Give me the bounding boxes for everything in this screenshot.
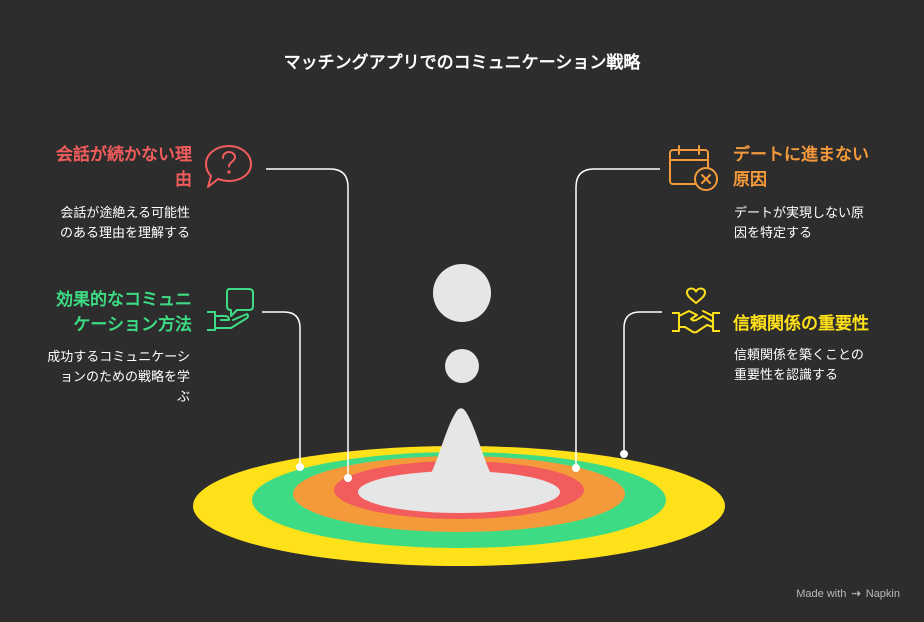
desc-line: デートが実現しない原: [734, 206, 865, 221]
connector-mid-right: [623, 311, 662, 454]
title-line: 由: [175, 170, 192, 190]
desc-line: 信頼関係を築くことの: [734, 348, 864, 363]
drop-small: [445, 349, 479, 383]
drop-large: [433, 264, 491, 322]
title-line: 原因: [733, 170, 767, 190]
connector-top-right: [575, 168, 660, 468]
title-effective-communication: 効果的なコミュニ ケーション方法: [20, 288, 192, 338]
desc-line: のある理由を理解する: [59, 226, 190, 241]
drop-column: [413, 408, 508, 503]
connector-dot-top-left: [344, 474, 352, 482]
connector-dot-mid-right: [620, 450, 628, 458]
title-line: ケーション方法: [73, 315, 192, 335]
hand-holding-chat-icon: [203, 286, 257, 340]
connector-dot-top-right: [572, 464, 580, 472]
title-line: 会話が続かない理: [56, 145, 192, 165]
desc-no-date-reason: デートが実現しない原 因を特定する: [734, 204, 914, 244]
connector-top-left: [266, 168, 349, 478]
speech-bubble-question-icon: [203, 143, 255, 195]
desc-conversation-stall: 会話が途絶える可能性 のある理由を理解する: [18, 204, 190, 244]
handshake-heart-icon: [669, 287, 723, 341]
desc-line: 因を特定する: [734, 226, 813, 241]
title-line: 効果的なコミュニ: [56, 290, 192, 310]
title-conversation-stall: 会話が続かない理 由: [28, 143, 192, 193]
desc-line: ぶ: [176, 390, 190, 405]
desc-effective-communication: 成功するコミュニケーシ ョンのための戦略を学 ぶ: [14, 348, 190, 408]
credit-made-with: Made with: [796, 588, 847, 600]
desc-trust-importance: 信頼関係を築くことの 重要性を認識する: [734, 346, 914, 386]
title-trust-importance: 信頼関係の重要性: [733, 312, 913, 337]
title-line: 信頼関係の重要性: [733, 314, 869, 334]
title-no-date-reason: デートに進まない 原因: [733, 143, 913, 193]
desc-line: 重要性を認識する: [734, 368, 839, 383]
made-with-credit[interactable]: Made with ⇢ Napkin: [796, 587, 900, 600]
desc-line: 成功するコミュニケーシ: [47, 350, 190, 365]
napkin-logo-icon: ⇢: [851, 588, 861, 600]
desc-line: ョンのための戦略を学: [59, 370, 190, 385]
credit-brand: Napkin: [865, 588, 900, 600]
diagram-title: マッチングアプリでのコミュニケーション戦略: [283, 53, 641, 73]
connector-mid-left: [262, 311, 301, 467]
connector-dot-mid-left: [296, 463, 304, 471]
title-line: デートに進まない: [733, 145, 869, 165]
desc-line: 会話が途絶える可能性: [60, 206, 190, 221]
calendar-cancel-icon: [667, 143, 721, 197]
